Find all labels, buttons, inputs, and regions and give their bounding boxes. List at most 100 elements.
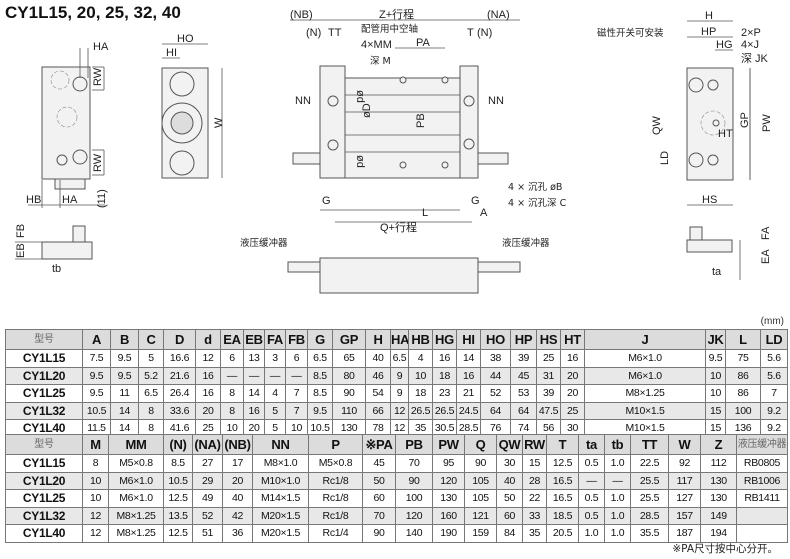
value-cell: 50 bbox=[496, 489, 523, 508]
value-cell: 42 bbox=[222, 506, 253, 525]
value-cell: 16.5 bbox=[546, 489, 579, 508]
value-cell: 1.0 bbox=[578, 524, 605, 543]
value-cell: 0.5 bbox=[578, 454, 605, 473]
value-cell: 14 bbox=[110, 401, 139, 420]
value-cell: 15 bbox=[522, 454, 547, 473]
column-header: (N) bbox=[163, 434, 193, 455]
column-header: D bbox=[163, 329, 196, 350]
value-cell: 24.5 bbox=[456, 401, 481, 420]
value-cell: 33.6 bbox=[163, 401, 196, 420]
column-header: HG bbox=[432, 329, 457, 350]
dimension-label: L bbox=[422, 207, 428, 219]
value-cell: 1.0 bbox=[604, 506, 631, 525]
column-header: L bbox=[725, 329, 761, 350]
column-header: Q bbox=[464, 434, 497, 455]
value-cell: 84 bbox=[496, 524, 523, 543]
value-cell: 5.6 bbox=[760, 366, 788, 385]
value-cell: 20 bbox=[560, 366, 585, 385]
value-cell: 16.5 bbox=[546, 471, 579, 490]
dimension-label: NN bbox=[488, 95, 504, 107]
value-cell: 26.5 bbox=[408, 401, 433, 420]
value-cell: 12.5 bbox=[163, 489, 193, 508]
value-cell: 23 bbox=[432, 384, 457, 403]
value-cell: 3 bbox=[264, 349, 286, 368]
column-header: JK bbox=[705, 329, 726, 350]
dimension-label: HA bbox=[62, 194, 78, 206]
dimension-label: HG bbox=[716, 39, 733, 51]
value-cell bbox=[736, 506, 788, 525]
bottom-view: 液压缓冲器 液压缓冲器 bbox=[240, 237, 550, 294]
dimension-label: PW bbox=[761, 114, 773, 132]
column-header: FA bbox=[264, 329, 286, 350]
column-header: d bbox=[195, 329, 221, 350]
value-cell: 16 bbox=[195, 384, 221, 403]
column-header: HS bbox=[536, 329, 561, 350]
value-cell: 6 bbox=[285, 349, 308, 368]
value-cell: Rc1/8 bbox=[308, 506, 363, 525]
value-cell: 190 bbox=[432, 524, 465, 543]
side-view-left: HA RW RW HB HA (11) bbox=[26, 41, 109, 208]
dimension-label: NN bbox=[295, 95, 311, 107]
column-header: PW bbox=[432, 434, 465, 455]
value-cell: — bbox=[604, 471, 631, 490]
buffer-detail-left: FB EB tb bbox=[15, 224, 93, 275]
value-cell: 25 bbox=[536, 349, 561, 368]
value-cell: 95 bbox=[432, 454, 465, 473]
value-cell: 130 bbox=[700, 471, 737, 490]
dimension-label: 深 JK bbox=[741, 52, 769, 65]
value-cell: RB0805 bbox=[736, 454, 788, 473]
value-cell: 86 bbox=[725, 384, 761, 403]
value-cell: RB1006 bbox=[736, 471, 788, 490]
dimension-label: (11) bbox=[96, 189, 108, 208]
column-header: LD bbox=[760, 329, 788, 350]
column-header: B bbox=[110, 329, 139, 350]
dimension-label: RW bbox=[92, 153, 104, 172]
value-cell: Rc1/8 bbox=[308, 489, 363, 508]
value-cell: 60 bbox=[362, 489, 396, 508]
value-cell: 4 bbox=[408, 349, 433, 368]
value-cell: 51 bbox=[192, 524, 223, 543]
dimension-label: (N) bbox=[477, 27, 492, 39]
value-cell: M5×0.8 bbox=[108, 454, 164, 473]
column-header: tb bbox=[604, 434, 631, 455]
value-cell: 13.5 bbox=[163, 506, 193, 525]
value-cell: 12.5 bbox=[546, 454, 579, 473]
value-cell: 140 bbox=[395, 524, 433, 543]
column-header: FB bbox=[285, 329, 308, 350]
value-cell: 149 bbox=[700, 506, 737, 525]
value-cell: M5×0.8 bbox=[308, 454, 363, 473]
column-header: HA bbox=[390, 329, 409, 350]
column-header: HT bbox=[560, 329, 585, 350]
column-header: M bbox=[82, 434, 109, 455]
dimension-label: G bbox=[322, 195, 331, 207]
value-cell: M8×1.25 bbox=[108, 524, 164, 543]
value-cell: 12 bbox=[82, 524, 109, 543]
value-cell: 26.5 bbox=[432, 401, 457, 420]
value-cell: 46 bbox=[365, 366, 391, 385]
dimension-label: 深 M bbox=[370, 56, 391, 67]
value-cell: 26.4 bbox=[163, 384, 196, 403]
value-cell: 38 bbox=[480, 349, 511, 368]
value-cell: 121 bbox=[464, 506, 497, 525]
column-header: HP bbox=[510, 329, 537, 350]
model-cell: CY1L20 bbox=[5, 366, 83, 385]
value-cell: 12 bbox=[390, 401, 409, 420]
value-cell: 9.5 bbox=[82, 366, 111, 385]
value-cell: 187 bbox=[668, 524, 701, 543]
dimension-label: (N) bbox=[306, 27, 321, 39]
value-cell: 14 bbox=[456, 349, 481, 368]
value-cell: 8.5 bbox=[307, 366, 333, 385]
value-cell: 7.5 bbox=[82, 349, 111, 368]
value-cell: 8 bbox=[220, 384, 244, 403]
model-cell: CY1L32 bbox=[5, 506, 83, 525]
value-cell: 39 bbox=[510, 349, 537, 368]
value-cell: 5 bbox=[264, 401, 286, 420]
dimension-label: EA bbox=[760, 249, 772, 264]
value-cell: 8 bbox=[138, 401, 164, 420]
value-cell: 1.0 bbox=[604, 524, 631, 543]
value-cell: 39 bbox=[536, 384, 561, 403]
